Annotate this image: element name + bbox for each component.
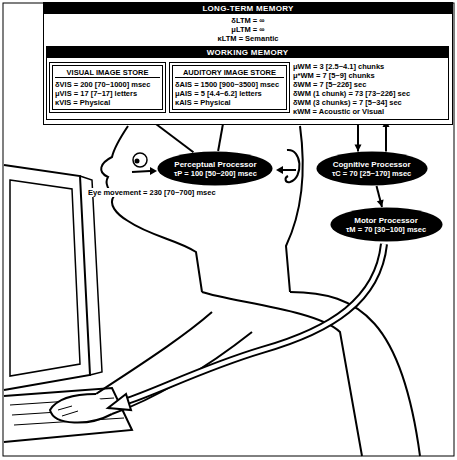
memory-heading: LONG-TERM MEMORY [44,3,452,14]
monitor-outline [4,165,90,390]
eye-pupil [135,159,140,164]
parameter-list: δLTM = ∞μLTM = ∞κLTM = Semantic [44,16,452,43]
fingers [58,406,78,416]
body-back [290,292,420,456]
ear [286,150,300,182]
store-heading: VISUAL IMAGE STORE [55,68,160,78]
parameter-text: μAIS = 5 [4.4~6.2] letters [175,89,284,98]
eye-input-arrow [132,171,150,172]
hand [50,394,112,423]
parameter-text: μVIS = 17 [7~17] letters [55,89,160,98]
processor-name: Motor Processor [346,216,426,225]
processor-time: τP = 100 [50~200] msec [174,169,257,178]
parameter-text: δWM = 7 [5~226] sec [293,80,446,89]
processor-text-block: Perceptual ProcessorτP = 100 [50~200] ms… [174,160,257,178]
ellipse-fill [158,152,273,186]
arm-upper [96,312,212,394]
working-memory-box: WORKING MEMORY μWM = 3 [2.5~4.1] chunksμ*… [46,46,449,120]
monitor-screen [10,180,80,376]
arrowhead [377,199,384,207]
auditory-store-box: AUDITORY IMAGE STORE δAIS = 1500 [900~350… [169,62,290,113]
parameter-text: δLTM = ∞ [44,16,452,25]
processor-name: Perceptual Processor [174,160,257,169]
visual-store-box: VISUAL IMAGE STORE δVIS = 200 [70~1000] m… [49,62,166,113]
connector-arrow [377,186,384,207]
store-heading: AUDITORY IMAGE STORE [175,68,284,78]
parameter-text: κLTM = Semantic [44,34,452,43]
eye [133,153,147,167]
parameter-text: κVIS = Physical [55,98,160,107]
processor-time: τC = 70 [25~170] msec [332,169,411,178]
ear-input-head [276,166,283,174]
parameter-text: κAIS = Physical [175,98,284,107]
motor-output-head [108,394,131,410]
processor-ellipse: Cognitive ProcessorτC = 70 [25~170] msec [316,151,428,186]
parameter-text: μWM = 3 [2.5~4.1] chunks [293,62,446,71]
long-term-memory-box: LONG-TERM MEMORY δLTM = ∞μLTM = ∞κLTM = S… [43,2,453,125]
keyboard-outline [4,388,132,442]
picture-frame [3,3,454,456]
parameter-text: δVIS = 200 [70~1000] msec [55,80,160,89]
processor-name: Cognitive Processor [332,160,411,169]
motor-output-band-inner [124,244,384,402]
parameter-text: κWM = Acoustic or Visual [293,107,446,116]
timing-label: Eye movement = 230 [70~700] msec [86,188,218,197]
ear-input-arrow [282,169,296,171]
parameter-text: δWM (1 chunk) = 73 [73~226] sec [293,89,446,98]
eye-input-head [150,167,157,175]
back-of-head [286,126,303,292]
ellipse-fill [331,208,443,242]
ellipse-fill [317,152,428,186]
memory-heading: WORKING MEMORY [47,47,448,58]
arrowhead [355,145,362,152]
processor-ellipse: Perceptual ProcessorτP = 100 [50~200] ms… [157,151,273,186]
parameter-text: μLTM = ∞ [44,25,452,34]
face-profile [101,126,202,292]
parameter-text: δWM (3 chunks) = 7 [5~34] sec [293,98,446,107]
monitor-side [80,176,102,375]
parameter-list: μWM = 3 [2.5~4.1] chunksμ*WM = 7 [5~9] c… [293,62,446,116]
parameter-text: μ*WM = 7 [5~9] chunks [293,71,446,80]
processor-text-block: Cognitive ProcessorτC = 70 [25~170] msec [332,160,411,178]
processor-ellipse: Motor ProcessorτM = 70 [30~100] msec [330,207,443,242]
motor-output-band [124,244,384,402]
processor-text-block: Motor ProcessorτM = 70 [30~100] msec [346,216,426,234]
parameter-text: δAIS = 1500 [900~3500] msec [175,80,284,89]
processor-time: τM = 70 [30~100] msec [346,225,426,234]
